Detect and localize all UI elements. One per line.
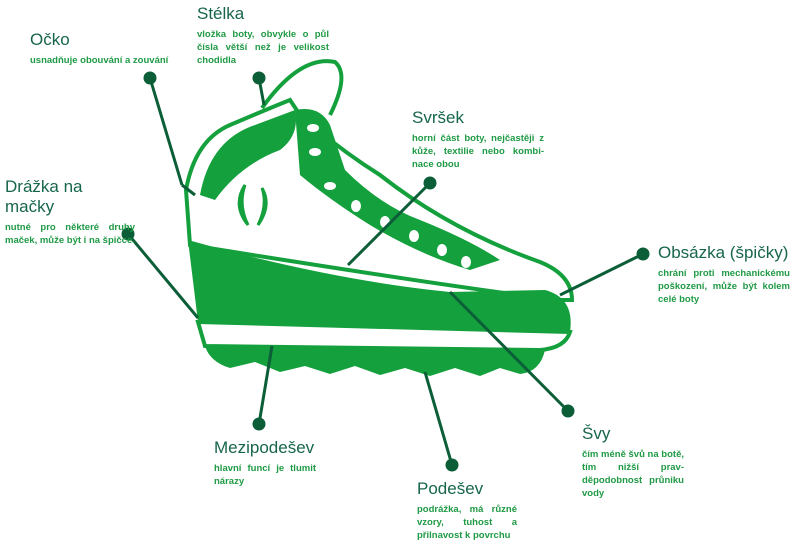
label-desc: chrání proti mechanickému poškození, můž…: [658, 268, 790, 305]
label-drazka: Drážka na mačky nutné pro některé druhy …: [5, 177, 135, 247]
label-ocko: Očko usnadňuje obouvání a zouvání: [30, 30, 190, 67]
label-title: Očko: [30, 30, 70, 49]
label-desc: nutné pro některé druhy maček, může být …: [5, 222, 135, 246]
label-title: Podešev: [417, 479, 484, 498]
label-desc: čím méně švů na botě, tím nižší prav-děp…: [582, 449, 684, 499]
boot: [183, 59, 575, 376]
label-mezipodesev: Mezipodešev hlavní funcí je tlumit náraz…: [214, 438, 316, 488]
rand: [188, 240, 571, 332]
leader-lines: [121, 71, 650, 472]
label-title: Svršek: [412, 108, 464, 127]
label-title: Švy: [582, 424, 611, 443]
label-desc: vložka boty, obvykle o půl čísla větší n…: [197, 29, 329, 66]
label-svy: Švy čím méně švů na botě, tím nižší prav…: [582, 424, 684, 500]
outsole: [205, 346, 545, 376]
label-desc: usnadňuje obouvání a zouvání: [30, 55, 169, 66]
label-desc: podrážka, má různé vzory, tuhost a přiln…: [417, 504, 517, 541]
label-podesev: Podešev podrážka, má různé vzory, tuhost…: [417, 479, 517, 542]
label-obsazka: Obsázka (špičky) chrání proti mechanické…: [658, 243, 790, 306]
label-desc: hlavní funcí je tlumit nárazy: [214, 463, 316, 487]
label-svrsek: Svršek horní část boty, nejčastěji z kůž…: [412, 108, 544, 171]
label-title: Obsázka (špičky): [658, 243, 789, 262]
label-stelka: Stélka vložka boty, obvykle o půl čísla …: [197, 4, 329, 67]
label-title: Stélka: [197, 4, 245, 23]
logo-mark: [237, 184, 268, 226]
boot-collar: [200, 110, 296, 200]
label-desc: horní část boty, nejčastěji z kůže, text…: [412, 133, 544, 170]
eyelets: [307, 124, 471, 268]
label-title: Mezipodešev: [214, 438, 315, 457]
boot-tongue: [260, 59, 344, 116]
label-title: Drážka na mačky: [5, 177, 83, 216]
